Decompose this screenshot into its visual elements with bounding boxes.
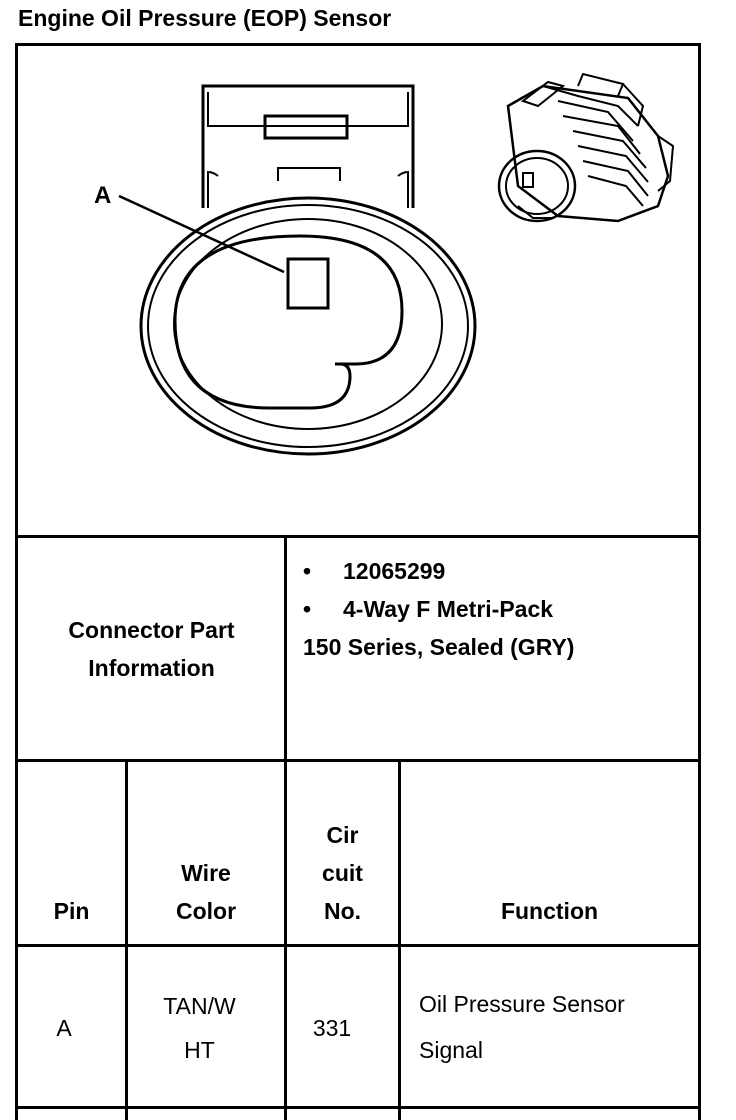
connector-part-label-line1: Connector Part bbox=[68, 616, 235, 643]
divider-diagram-bottom bbox=[15, 535, 701, 538]
divider-col-wire bbox=[284, 759, 287, 1120]
divider-row-bottom bbox=[15, 1106, 701, 1109]
row-pin-value: A bbox=[56, 1015, 72, 1041]
row-wire-color-line2: HT bbox=[184, 1037, 215, 1063]
bullet-icon: • bbox=[303, 558, 312, 584]
connector-part-label-line2: Information bbox=[88, 654, 215, 681]
connector-table-frame bbox=[15, 43, 701, 1120]
divider-header-bottom bbox=[15, 944, 701, 947]
connector-isometric-view bbox=[497, 72, 675, 223]
connector-diagram: A bbox=[94, 72, 675, 456]
header-function-text: Function bbox=[500, 898, 599, 924]
table-row-circuit: 331 bbox=[287, 948, 377, 1108]
connector-type: 4-Way F Metri-Pack bbox=[343, 596, 554, 622]
header-pin-text: Pin bbox=[53, 898, 90, 924]
connector-part-details: • 12065299 • 4-Way F Metri-Pack 150 Seri… bbox=[303, 552, 693, 666]
callout-label-a: A bbox=[94, 182, 111, 209]
table-row-function: Oil Pressure Sensor Signal bbox=[401, 948, 698, 1108]
header-circuit-line1: Cir bbox=[326, 822, 359, 848]
divider-col-circuit bbox=[398, 759, 401, 1120]
divider-connector-column bbox=[284, 535, 287, 762]
header-pin: Pin bbox=[18, 762, 125, 932]
table-row-pin: A bbox=[18, 948, 110, 1108]
connector-face-view bbox=[139, 84, 477, 456]
header-wire-color-line2: Color bbox=[175, 898, 237, 924]
divider-connector-bottom bbox=[15, 759, 701, 762]
header-circuit-no: Cir cuit No. bbox=[287, 762, 398, 932]
row-function-line1: Oil Pressure Sensor bbox=[419, 991, 625, 1017]
page-title: Engine Oil Pressure (EOP) Sensor bbox=[18, 5, 392, 31]
callout-leader-line bbox=[118, 194, 285, 274]
header-wire-color: Wire Color bbox=[128, 762, 284, 932]
connector-part-number: 12065299 bbox=[343, 558, 446, 584]
header-wire-color-line1: Wire bbox=[181, 860, 231, 886]
header-function: Function bbox=[401, 762, 698, 932]
bullet-icon: • bbox=[303, 596, 312, 622]
divider-col-pin bbox=[125, 759, 128, 1120]
header-circuit-line3: No. bbox=[323, 898, 362, 924]
connector-series: 150 Series, Sealed (GRY) bbox=[303, 634, 575, 660]
connector-part-item: • 12065299 bbox=[303, 552, 693, 590]
table-row-wire-color: TAN/W HT bbox=[128, 948, 271, 1108]
row-wire-color-line1: TAN/W bbox=[163, 993, 236, 1019]
connector-part-item: • 4-Way F Metri-Pack bbox=[303, 590, 693, 628]
row-function-line2: Signal bbox=[419, 1037, 483, 1063]
connector-part-label: Connector Part Information bbox=[18, 538, 285, 759]
header-circuit-line2: cuit bbox=[322, 860, 363, 886]
row-circuit-value: 331 bbox=[312, 1015, 352, 1041]
